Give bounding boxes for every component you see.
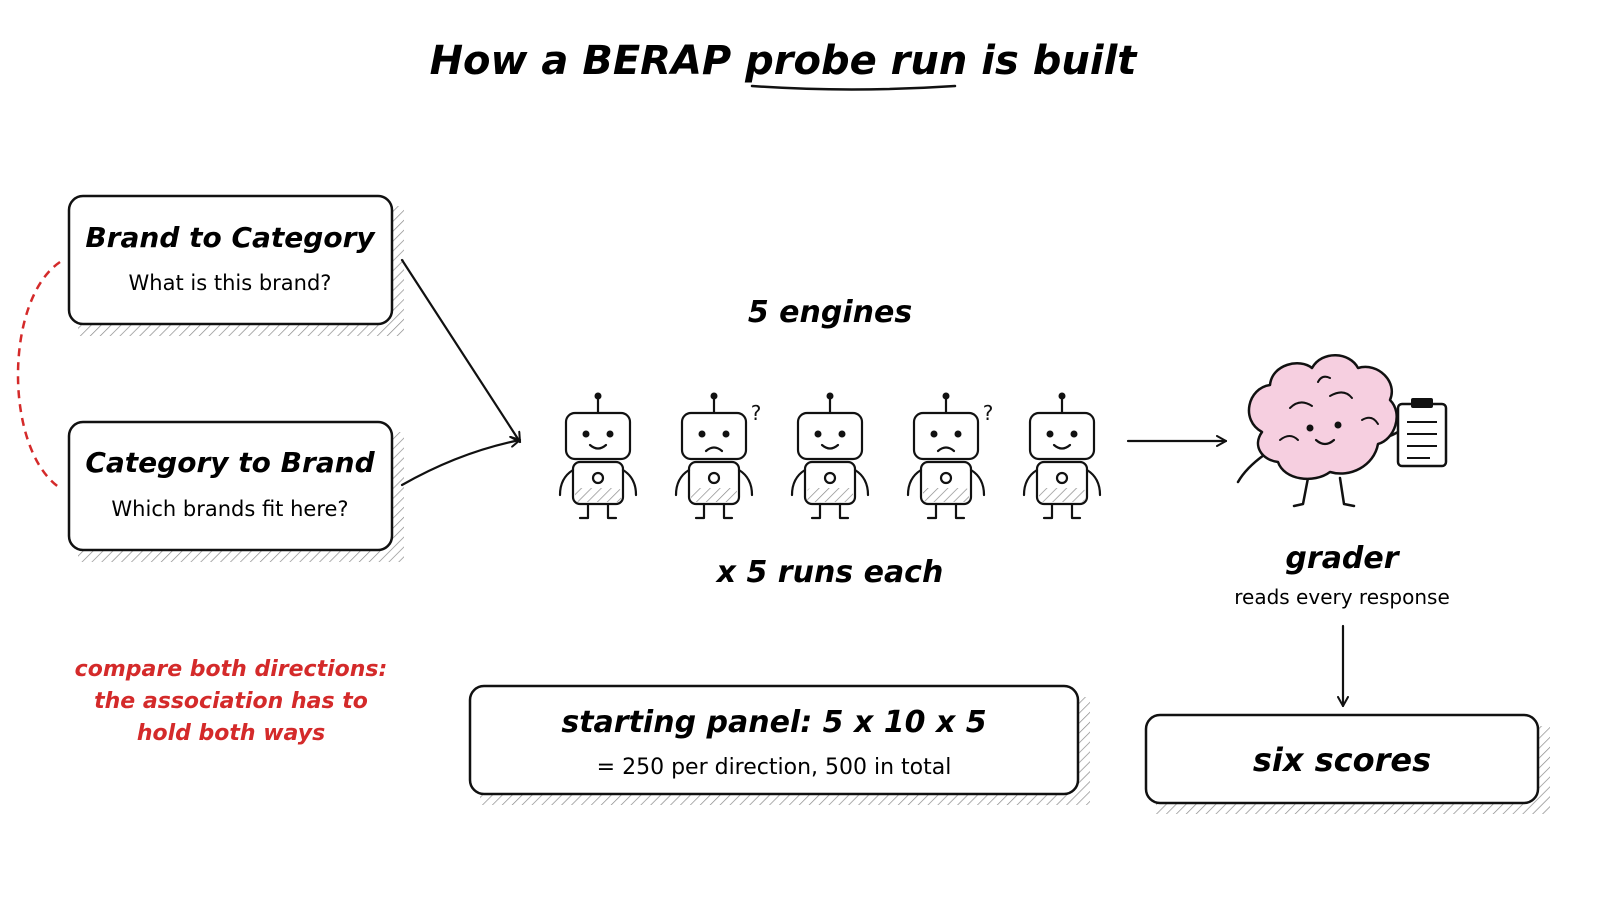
panel-title: starting panel: 5 x 10 x 5 bbox=[561, 705, 986, 740]
compare-note-line-1: compare both directions: bbox=[75, 657, 388, 682]
engine-robots: ?? bbox=[558, 392, 1102, 520]
diagram-title: How a BERAP probe run is built bbox=[430, 38, 1139, 84]
question-mark-icon: ? bbox=[751, 401, 762, 425]
compare-note-line-3: hold both ways bbox=[137, 721, 325, 746]
grader-label: grader bbox=[1285, 541, 1400, 576]
panel-subtitle: = 250 per direction, 500 in total bbox=[597, 755, 952, 780]
runs-label: x 5 runs each bbox=[715, 555, 944, 590]
title-emphasis: probe run bbox=[744, 38, 967, 84]
happy-robot-icon bbox=[558, 392, 638, 520]
title-underline bbox=[750, 84, 957, 91]
question-mark-icon: ? bbox=[983, 401, 994, 425]
direction-question: Which brands fit here? bbox=[111, 497, 348, 521]
direction-box-brand-to-category: Brand to Category What is this brand? bbox=[67, 194, 404, 336]
direction-name: Category to Brand bbox=[85, 446, 375, 479]
happy-robot-icon bbox=[1022, 392, 1102, 520]
direction-question: What is this brand? bbox=[129, 271, 332, 295]
confused-robot-icon: ? bbox=[906, 392, 994, 520]
six-scores-box: six scores bbox=[1144, 713, 1550, 814]
grader-sublabel: reads every response bbox=[1234, 585, 1450, 609]
arrow-brand-to-category-to-engines bbox=[400, 258, 522, 444]
happy-robot-icon bbox=[790, 392, 870, 520]
compare-note-line-2: the association has to bbox=[94, 689, 368, 714]
engines-label: 5 engines bbox=[748, 295, 912, 330]
brain-with-clipboard-icon bbox=[1236, 354, 1448, 508]
direction-name: Brand to Category bbox=[85, 221, 376, 254]
starting-panel-box: starting panel: 5 x 10 x 5 = 250 per dir… bbox=[468, 684, 1090, 805]
confused-robot-icon: ? bbox=[674, 392, 762, 520]
output-label: six scores bbox=[1253, 741, 1431, 779]
direction-box-category-to-brand: Category to Brand Which brands fit here? bbox=[67, 420, 404, 562]
arrow-category-to-brand-to-engines bbox=[400, 435, 522, 487]
compare-arc bbox=[16, 260, 61, 490]
